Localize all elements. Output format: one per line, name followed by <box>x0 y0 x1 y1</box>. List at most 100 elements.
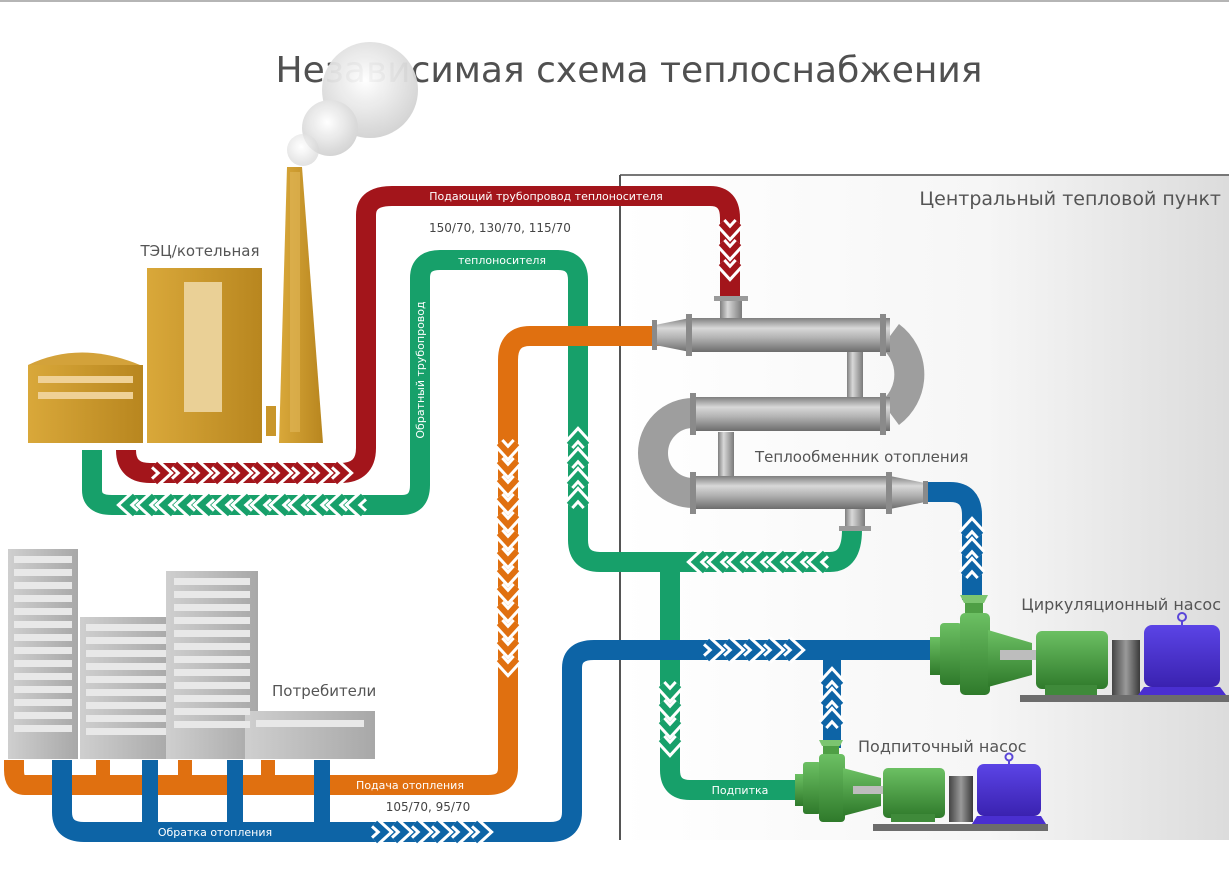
flow-arrow-chevron <box>810 550 827 574</box>
building-window-stripe <box>86 650 166 657</box>
flow-arrows <box>116 219 986 846</box>
flow-arrow-chevron <box>496 441 520 458</box>
heat-plant-label: ТЭЦ/котельная <box>140 242 260 260</box>
building-window-stripe <box>86 702 166 709</box>
flow-arrow-chevron <box>658 683 682 700</box>
supply-primary-label: Подающий трубопровод теплоносителя <box>429 190 662 203</box>
heating-return-stubs <box>142 760 330 832</box>
flow-arrow-chevron <box>496 513 520 530</box>
circulation-pump <box>930 595 1229 702</box>
flow-arrow-chevron <box>291 493 308 517</box>
flow-arrow-chevron <box>120 493 137 517</box>
building-window-stripe <box>174 695 250 702</box>
heating-supply-temps: 105/70, 95/70 <box>386 800 470 814</box>
flow-arrow-chevron <box>215 493 232 517</box>
heating-supply-label: Подача отопления <box>356 779 464 792</box>
flow-arrow-chevron <box>253 493 270 517</box>
building-window-stripe <box>174 682 250 689</box>
flow-arrow-chevron <box>273 461 290 485</box>
building-window-stripe <box>86 624 166 631</box>
flow-arrow-chevron <box>173 461 190 485</box>
flow-arrow-chevron <box>196 493 213 517</box>
flow-arrow-chevron <box>233 461 250 485</box>
flow-arrow-chevron <box>153 461 170 485</box>
flow-arrow-chevron <box>690 550 707 574</box>
flow-arrow-chevron <box>718 221 742 238</box>
flow-arrow-chevron <box>718 261 742 278</box>
flow-arrow-chevron <box>213 461 230 485</box>
building-window-stripe <box>14 647 72 654</box>
flow-arrow-chevron <box>177 493 194 517</box>
flow-arrow-chevron <box>960 540 984 557</box>
flow-arrow-chevron <box>253 461 270 485</box>
flow-arrow-chevron <box>496 495 520 512</box>
flow-arrow-chevron <box>785 638 802 662</box>
building-window-stripe <box>174 617 250 624</box>
flow-arrow-chevron <box>745 638 762 662</box>
flow-arrow-chevron <box>658 701 682 718</box>
flow-arrow-chevron <box>329 493 346 517</box>
building-window-stripe <box>86 663 166 670</box>
building-window-stripe <box>174 708 250 715</box>
building-window-stripe <box>14 660 72 667</box>
circulation-pump-label: Циркуляционный насос <box>1021 595 1221 614</box>
flow-arrow-chevron <box>158 493 175 517</box>
building-window-stripe <box>14 686 72 693</box>
flow-arrow-chevron <box>272 493 289 517</box>
building-window-stripe <box>86 637 166 644</box>
flow-arrow-chevron <box>313 461 330 485</box>
flow-arrow-chevron <box>960 520 984 537</box>
flow-arrow-chevron <box>496 477 520 494</box>
building-window-stripe <box>86 676 166 683</box>
flow-arrow-chevron <box>566 430 590 447</box>
flow-arrow-chevron <box>496 459 520 476</box>
building-window-stripe <box>14 673 72 680</box>
consumer-buildings: Потребители <box>8 549 376 759</box>
flow-arrow-chevron <box>566 450 590 467</box>
heat-exchanger-label: Теплообменник отопления <box>754 448 968 466</box>
building-window-stripe <box>14 595 72 602</box>
flow-arrow-chevron <box>496 603 520 620</box>
flow-arrow-chevron <box>234 493 251 517</box>
central-heating-point-label: Центральный тепловой пункт <box>919 188 1221 210</box>
heating-return-pipe <box>52 640 935 842</box>
building-window-stripe <box>14 621 72 628</box>
building-window-stripe <box>256 720 364 727</box>
flow-arrow-chevron <box>705 638 722 662</box>
makeup-label: Подпитка <box>712 784 769 797</box>
return-primary-label-horizontal: теплоносителя <box>458 254 546 267</box>
building-window-stripe <box>174 656 250 663</box>
makeup-pump-label: Подпиточный насос <box>858 737 1027 756</box>
flow-arrow-chevron <box>139 493 156 517</box>
heating-return-label: Обратка отопления <box>158 826 272 839</box>
building-window-stripe <box>14 699 72 706</box>
building-window-stripe <box>174 669 250 676</box>
building-window-stripe <box>86 715 166 722</box>
building-window-stripe <box>86 728 166 735</box>
flow-arrow-chevron <box>333 461 350 485</box>
flow-arrow-chevron <box>393 820 410 844</box>
flow-arrow-chevron <box>725 638 742 662</box>
flow-arrow-chevron <box>718 241 742 258</box>
flow-arrow-chevron <box>373 820 390 844</box>
flow-arrow-chevron <box>566 490 590 507</box>
building-window-stripe <box>14 556 72 563</box>
return-primary-label-vertical: Обратный трубопровод <box>414 301 427 439</box>
building-window-stripe <box>174 721 250 728</box>
flow-arrow-chevron <box>496 585 520 602</box>
flow-arrow-chevron <box>790 550 807 574</box>
heat-exchanger: Теплообменник отопления <box>638 296 968 531</box>
flow-arrow-chevron <box>293 461 310 485</box>
building-window-stripe <box>174 591 250 598</box>
building-window-stripe <box>14 582 72 589</box>
flow-arrow-chevron <box>496 621 520 638</box>
heating-supply-stubs <box>96 760 275 776</box>
flow-arrow-chevron <box>658 719 682 736</box>
building-window-stripe <box>174 630 250 637</box>
supply-primary-pipe <box>116 186 740 483</box>
building-window-stripe <box>174 643 250 650</box>
flow-arrow-chevron <box>496 657 520 674</box>
flow-arrow-chevron <box>193 461 210 485</box>
return-primary-pipe <box>82 250 862 572</box>
